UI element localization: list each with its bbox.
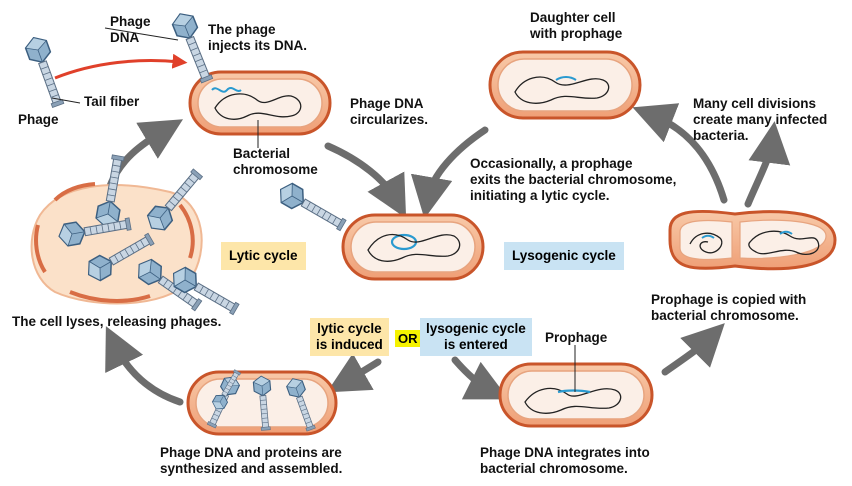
cycle-arrows (105, 103, 791, 406)
cell-center (341, 213, 485, 281)
label-prophage-copied: Prophage is copied with bacterial chromo… (651, 292, 807, 323)
injection-arrow (54, 53, 188, 80)
phage-free-icon (22, 33, 70, 110)
lytic-induced-box: lytic cycle is induced (310, 318, 389, 356)
label-phage-dna: Phage DNA (110, 14, 151, 45)
label-many-divisions: Many cell divisions create many infected… (693, 96, 828, 143)
label-bacterial-chromosome: Bacterial chromosome (233, 146, 318, 177)
label-occasionally: Occasionally, a prophage exits the bacte… (470, 156, 677, 203)
cell-daughter (488, 50, 642, 120)
lysogenic-entered-box: lysogenic cycle is entered (420, 318, 532, 356)
cell-integration (498, 345, 654, 428)
or-badge: OR (395, 330, 421, 347)
label-synthesized: Phage DNA and proteins are synthesized a… (160, 445, 343, 476)
label-daughter-cell: Daughter cell with prophage (530, 10, 623, 41)
lysogenic-cycle-box: Lysogenic cycle (504, 242, 624, 270)
label-phage: Phage (18, 112, 59, 127)
cell-dividing (668, 209, 837, 271)
phage-center-icon (274, 179, 350, 236)
label-integrates: Phage DNA integrates into bacterial chro… (480, 445, 650, 476)
label-injects: The phage injects its DNA. (208, 22, 308, 53)
label-cell-lyses: The cell lyses, releasing phages. (12, 314, 222, 329)
lytic-cycle-box: Lytic cycle (221, 242, 306, 270)
label-prophage: Prophage (545, 330, 608, 345)
label-circularizes: Phage DNA circularizes. (350, 96, 429, 127)
label-tail-fiber: Tail fiber (84, 94, 140, 109)
cell-injection (188, 70, 332, 148)
